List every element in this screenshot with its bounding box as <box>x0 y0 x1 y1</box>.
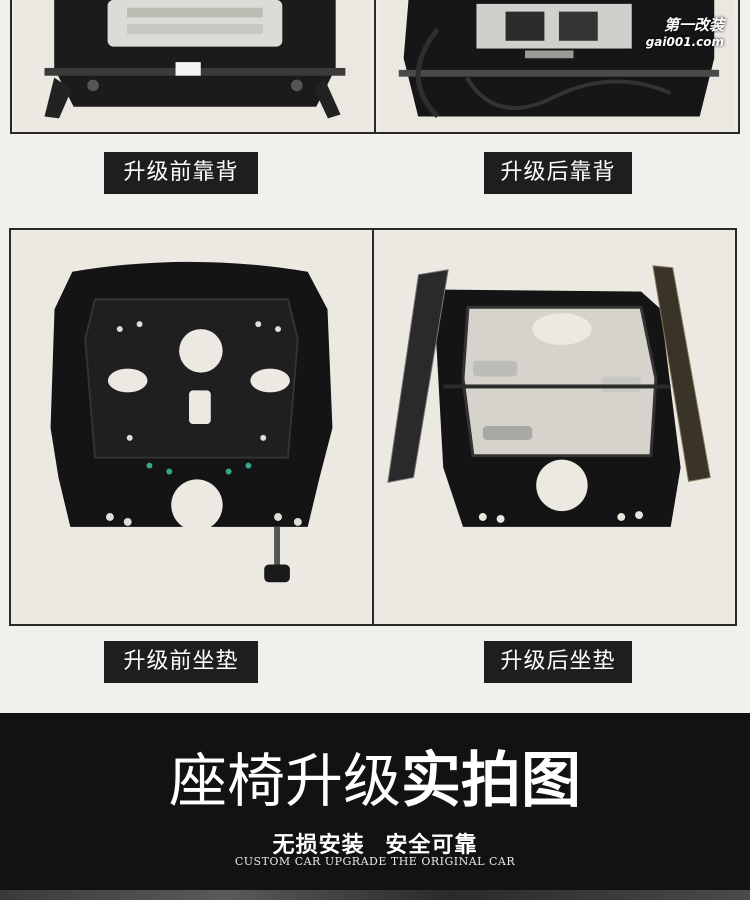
photo-cushion-after <box>372 228 737 626</box>
banner-english-subtitle: CUSTOM CAR UPGRADE THE ORIGINAL CAR <box>234 855 516 868</box>
seat-cushion-upgraded-image <box>374 230 735 624</box>
banner-title-bold: 实拍图 <box>401 746 581 816</box>
photo-cushion-before <box>9 228 374 626</box>
photo-backrest-before <box>10 0 376 134</box>
seat-backrest-frame-image <box>15 0 371 132</box>
banner-tagline: 无损安装 安全可靠 <box>0 827 750 859</box>
photo-backrest-after: 第一改装 gai001.com <box>374 0 740 134</box>
seat-cushion-frame-image <box>11 230 372 624</box>
watermark-brand: 第一改装 <box>663 16 724 34</box>
caption-after-cushion: 升级后坐垫 <box>484 641 632 683</box>
caption-before-cushion: 升级前坐垫 <box>104 641 258 683</box>
tagline-safe-reliable: 安全可靠 <box>385 833 478 858</box>
banner-bottom-photo-strip <box>0 890 750 900</box>
promo-banner: 座椅升级实拍图 无损安装 安全可靠 CUSTOM CAR UPGRADE THE… <box>0 713 750 900</box>
caption-after-backrest: 升级后靠背 <box>484 152 632 194</box>
watermark-url: gai001.com <box>645 35 724 49</box>
site-watermark: 第一改装 gai001.com <box>646 14 724 49</box>
seat-backrest-upgraded-image <box>379 0 735 132</box>
banner-title: 座椅升级实拍图 <box>0 749 750 813</box>
tagline-no-damage: 无损安装 <box>272 833 365 858</box>
caption-before-backrest: 升级前靠背 <box>104 152 258 194</box>
banner-title-regular: 座椅升级 <box>168 747 401 815</box>
